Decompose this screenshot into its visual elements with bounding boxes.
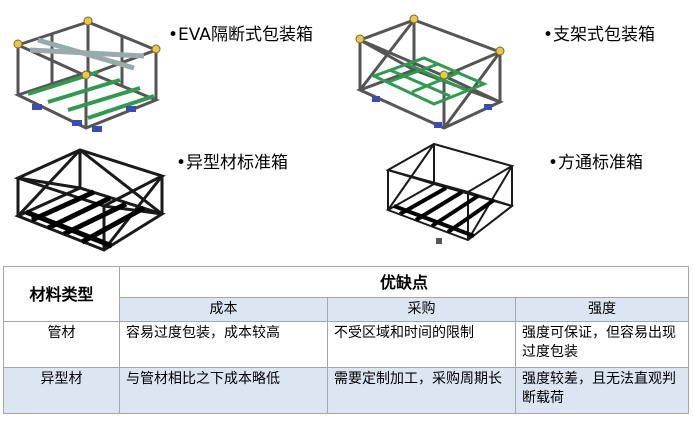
header-material-type: 材料类型 <box>3 266 120 322</box>
row-strength: 强度较差，且无法直观判断载荷 <box>514 367 690 414</box>
table-subheader-row: 成本 采购 强度 <box>4 297 690 322</box>
caption-eva-partition: •EVA隔断式包装箱 <box>168 25 313 45</box>
row-strength: 强度可保证，但容易出现过度包装 <box>514 321 690 368</box>
table-row: 异型材 与管材相比之下成本略低 需要定制加工，采购周期长 强度较差，且无法直观判… <box>3 367 690 414</box>
table-row: 管材 容易过度包装，成本较高 不受区域和时间的限制 强度可保证，但容易出现过度包… <box>3 321 690 368</box>
caption-square-tube: •方通标准箱 <box>548 153 644 173</box>
row-purchase: 不受区域和时间的限制 <box>327 321 516 368</box>
comparison-table: 材料类型 优缺点 成本 采购 强度 管材 容易过度包装，成本较高 不受区域和时间… <box>3 266 690 414</box>
row-cost: 与管材相比之下成本略低 <box>119 367 328 414</box>
column-strength: 强度 <box>514 297 690 322</box>
bracket-rack-illustration <box>355 14 505 130</box>
row-purchase: 需要定制加工，采购周期长 <box>327 367 516 414</box>
profile-frame-illustration <box>13 148 166 252</box>
eva-partition-rack-illustration <box>13 16 161 132</box>
column-cost: 成本 <box>119 297 328 322</box>
caption-profile: •异型材标准箱 <box>176 153 289 173</box>
header-pros-cons: 优缺点 <box>118 266 690 298</box>
caption-bracket: •支架式包装箱 <box>543 25 656 45</box>
row-cost: 容易过度包装，成本较高 <box>119 321 328 368</box>
column-purchase: 采购 <box>327 297 516 322</box>
table-header-row: 材料类型 优缺点 <box>3 266 690 322</box>
row-material: 管材 <box>3 321 120 368</box>
row-material: 异型材 <box>3 367 120 414</box>
square-tube-frame-illustration <box>385 142 515 244</box>
